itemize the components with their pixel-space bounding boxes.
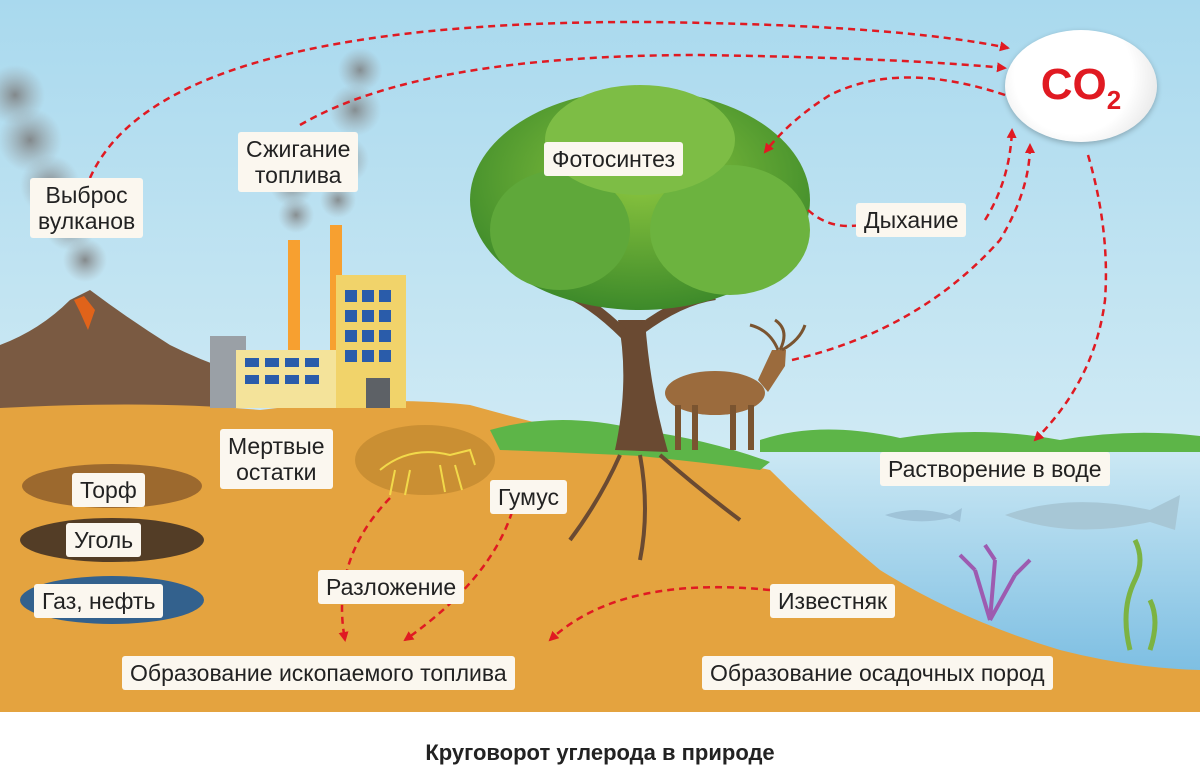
label-decomposition: Разложение: [318, 570, 465, 604]
label-coal: Уголь: [66, 523, 142, 557]
co2-main: CO: [1040, 60, 1107, 109]
label-burning-line2: топлива: [254, 162, 342, 188]
label-volcano-line1: Выброс: [45, 182, 128, 208]
label-dissolution-in-water: Растворение в воде: [880, 452, 1110, 486]
cycle-arrows: [88, 20, 1108, 642]
arrow-deer-co2: [791, 143, 1035, 362]
label-photosynthesis: Фотосинтез: [544, 142, 683, 176]
fossil-remains: [355, 425, 495, 495]
label-dead-remains-line2: остатки: [236, 459, 317, 485]
arrow-tree-respiration: [807, 209, 861, 228]
label-gas-oil: Газ, нефть: [34, 584, 164, 618]
large-fish: [1005, 495, 1180, 530]
label-dead-remains-line1: Мертвые: [228, 433, 325, 459]
far-shore-grass: [760, 429, 1200, 452]
label-burning-line1: Сжигание: [246, 136, 351, 162]
label-fossil-fuel-formation: Образование ископаемого топлива: [122, 656, 515, 690]
coral: [958, 543, 1032, 621]
label-humus: Гумус: [490, 480, 567, 514]
arrow-burning-co2: [299, 53, 1007, 127]
label-volcano-line2: вулканов: [38, 208, 136, 234]
factory: [210, 225, 406, 408]
arrow-co2-photosynthesis: [763, 76, 1006, 154]
arrow-remains-fossil: [338, 497, 391, 642]
arrow-co2-water: [1033, 154, 1108, 442]
co2-formula: CO2: [1005, 60, 1157, 116]
label-volcano-emission: Выброс вулканов: [30, 178, 144, 238]
volcano: [0, 290, 230, 410]
arrow-humus-fossil: [403, 511, 514, 642]
diagram-caption: Круговорот углерода в природе: [425, 740, 775, 765]
co2-subscript: 2: [1106, 85, 1122, 115]
co2-bubble: CO2: [1005, 30, 1157, 142]
label-respiration: Дыхание: [856, 203, 967, 237]
label-limestone: Известняк: [770, 584, 896, 618]
label-peat: Торф: [72, 473, 145, 507]
deer: [665, 318, 807, 450]
arrow-respiration-co2: [983, 128, 1017, 221]
seaweed: [1123, 538, 1158, 651]
label-dead-remains: Мертвые остатки: [220, 429, 333, 489]
small-fish: [885, 508, 962, 522]
label-sedimentary-formation: Образование осадочных пород: [702, 656, 1053, 690]
label-fuel-burning: Сжигание топлива: [238, 132, 359, 192]
arrow-limestone-sedimentary: [548, 585, 771, 642]
